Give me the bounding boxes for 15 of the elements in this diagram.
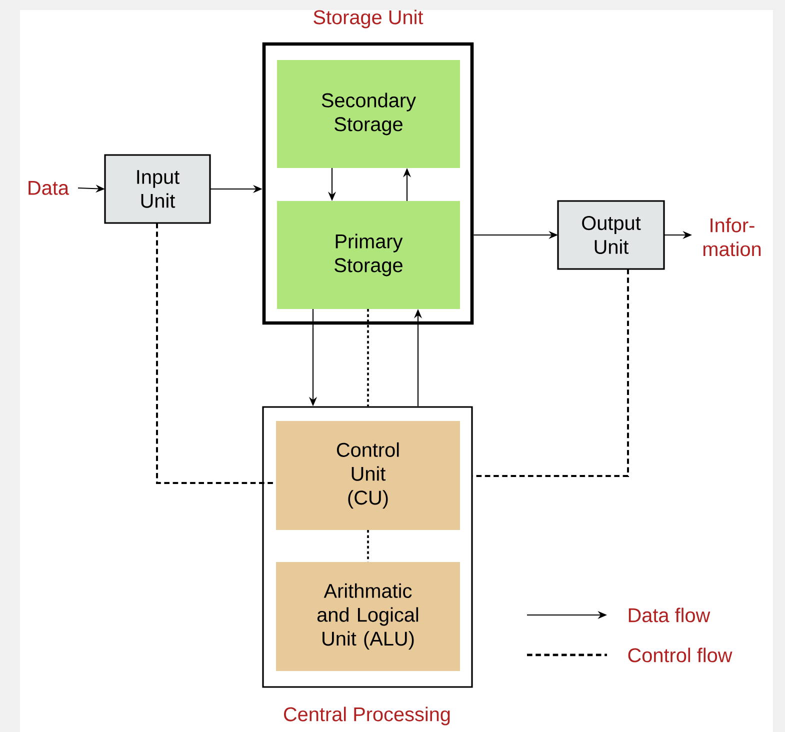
storage-box: Secondary Storage <box>277 60 460 168</box>
unit-box: Arithmatic and Logical Unit (ALU) <box>276 562 460 671</box>
unit-box: Control Unit (CU) <box>276 421 460 530</box>
frame-heading: Storage Unit <box>314 10 424 28</box>
control-line <box>156 223 276 484</box>
output-label: Infor- mation <box>703 218 761 256</box>
control-line <box>367 309 369 406</box>
legend-label: Control flow <box>628 648 732 662</box>
storage-box: Primary Storage <box>277 201 460 309</box>
input-box: Input Unit <box>104 154 211 224</box>
frame-heading: Central Processing <box>284 706 450 726</box>
legend-label: Data flow <box>628 608 710 622</box>
input-label: Data <box>28 181 70 195</box>
control-line <box>367 530 369 562</box>
output-box: Output Unit <box>557 200 665 270</box>
